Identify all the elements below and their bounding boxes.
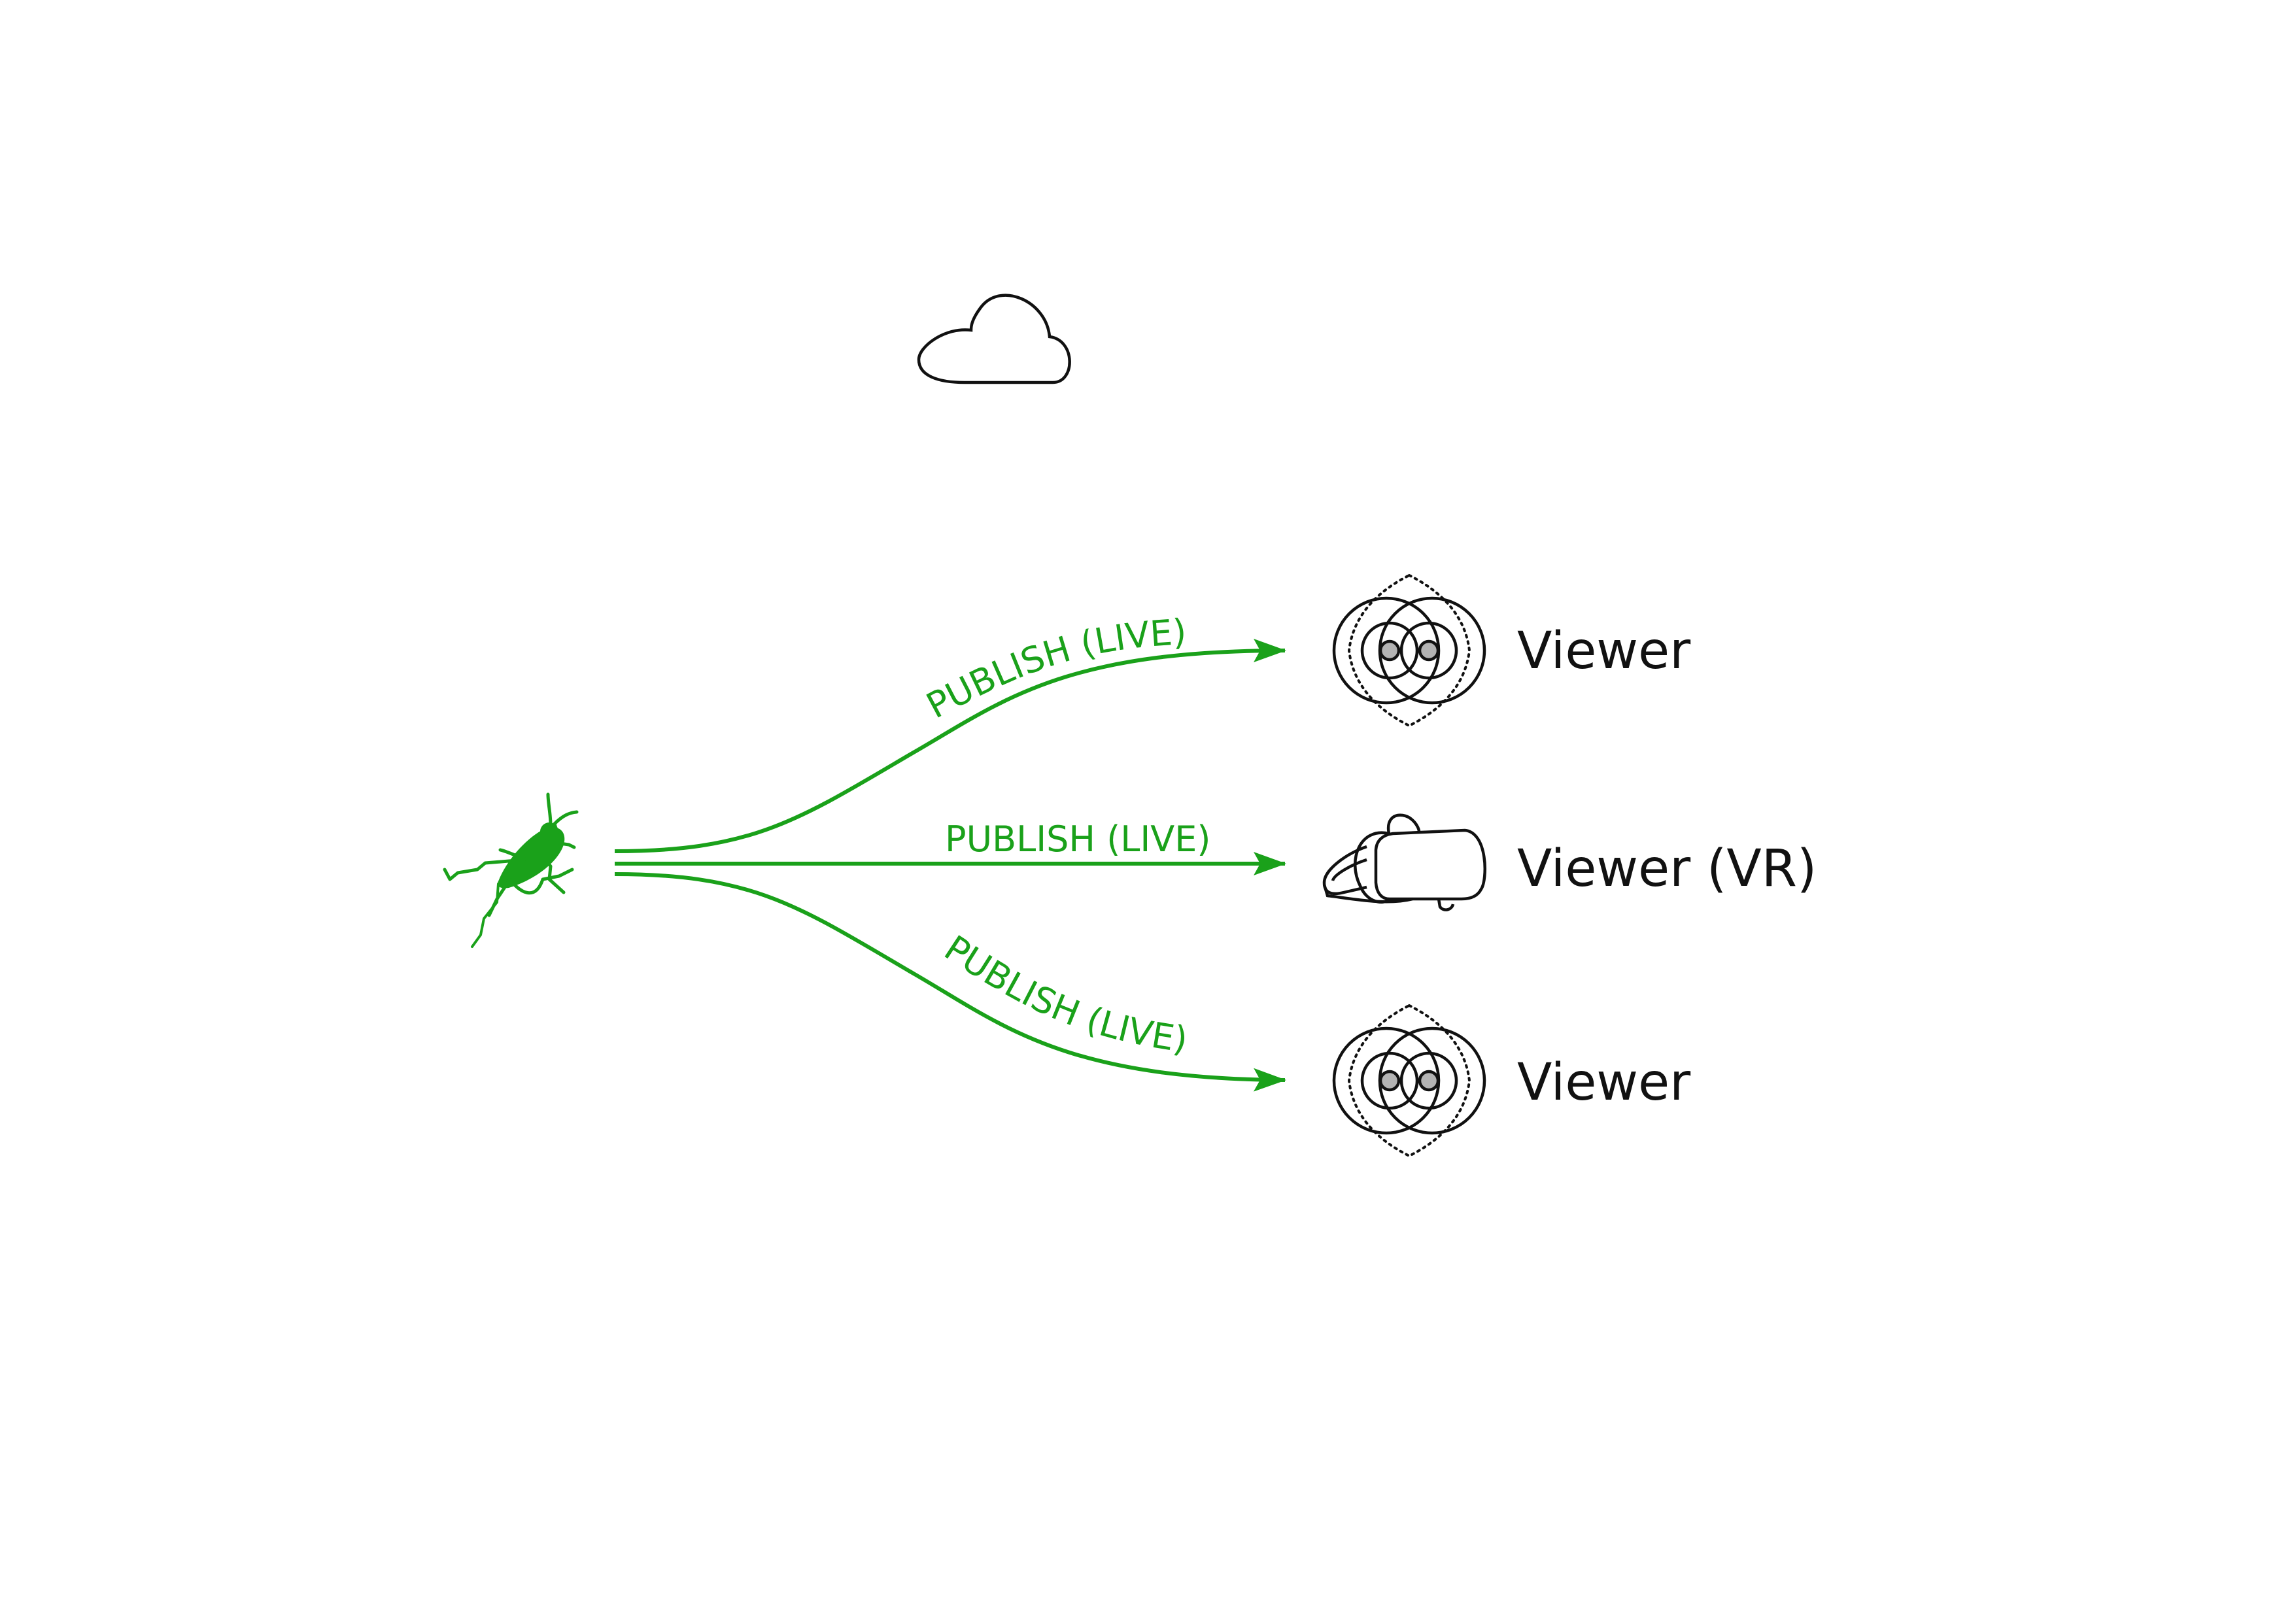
viewer-eyes-icon bbox=[1332, 573, 1486, 728]
viewer-label-vr: Viewer (VR) bbox=[1517, 839, 1817, 898]
grasshopper-icon bbox=[443, 792, 579, 948]
viewer-eyes-icon bbox=[1332, 1004, 1486, 1158]
flow-arrow-bottom bbox=[614, 872, 1286, 1092]
flow-label-top: PUBLISH (LIVE) bbox=[920, 611, 1188, 726]
viewer-label-bottom: Viewer bbox=[1517, 1053, 1691, 1112]
vr-headset-icon bbox=[1322, 813, 1486, 911]
cloud-icon bbox=[917, 294, 1071, 384]
flow-arrow-top bbox=[614, 639, 1286, 853]
viewer-label-top: Viewer bbox=[1517, 622, 1691, 681]
flow-label-middle: PUBLISH (LIVE) bbox=[945, 819, 1210, 860]
flow-label-bottom: PUBLISH (LIVE) bbox=[937, 927, 1190, 1060]
